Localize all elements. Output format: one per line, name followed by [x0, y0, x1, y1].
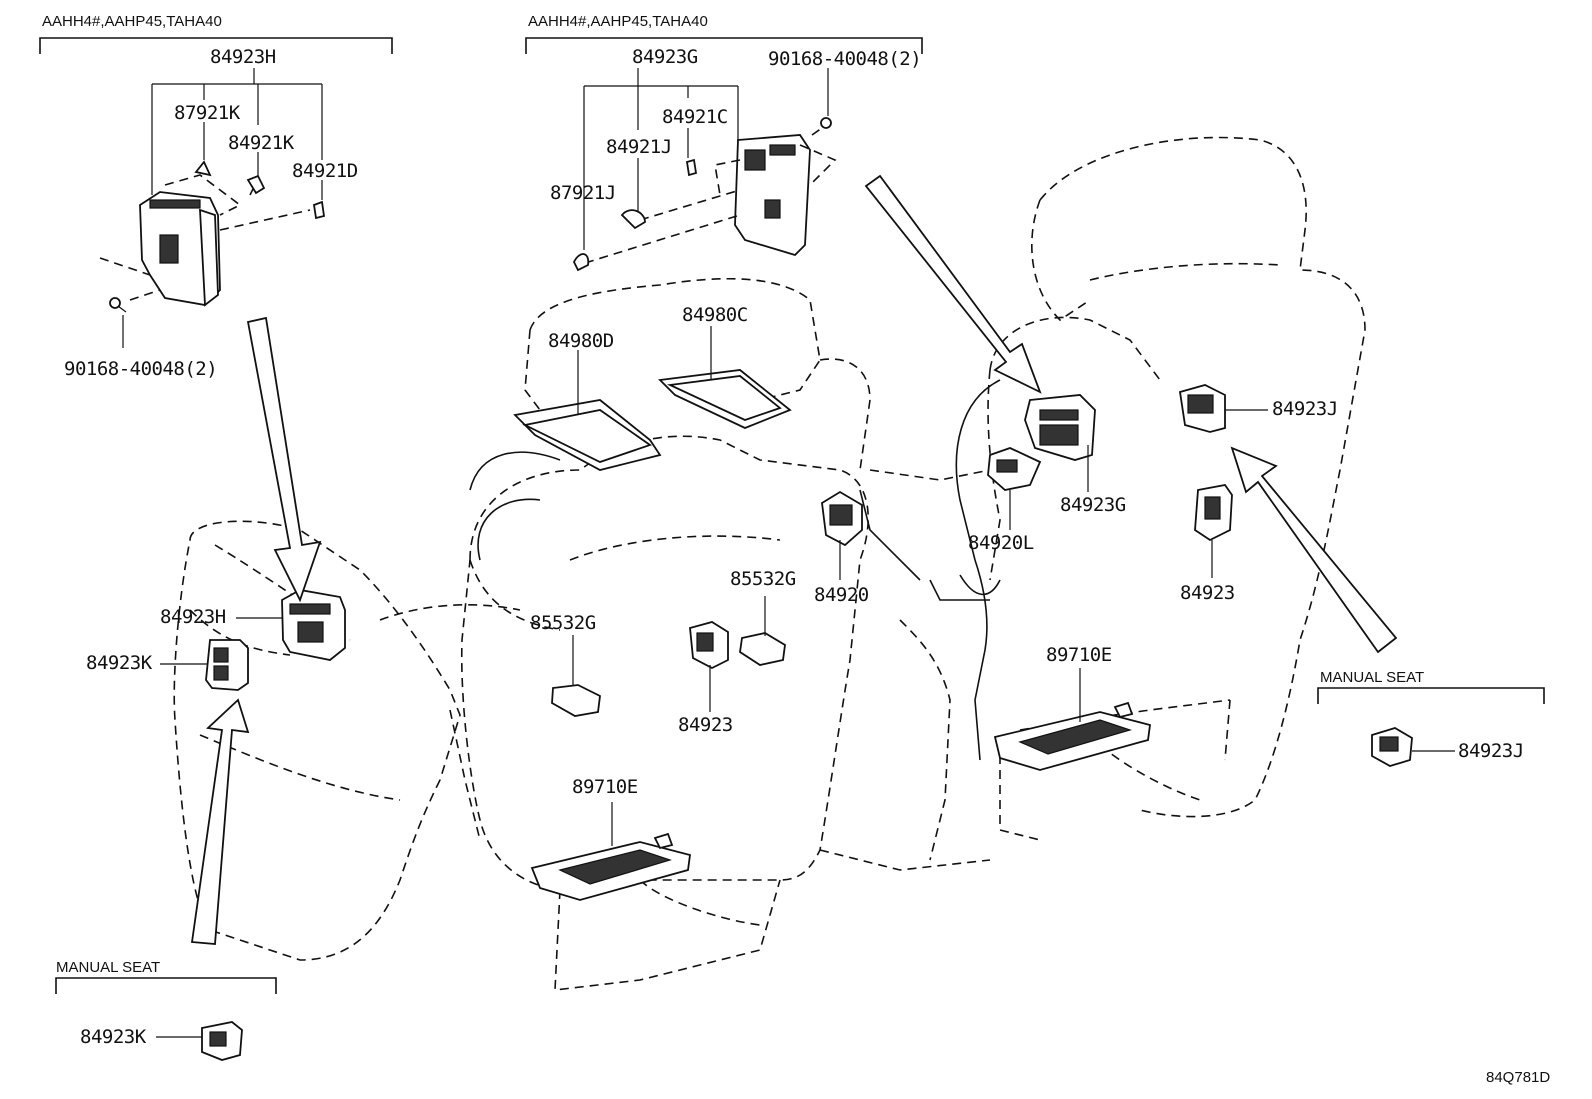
pointer-arrow-left-top — [246, 316, 322, 603]
part-label-90168-center: 90168-40048(2) — [768, 48, 922, 70]
leader-lines — [122, 68, 1455, 1038]
group-label-manual-seat-right: MANUAL SEAT — [1320, 669, 1425, 686]
part-label-84923H-top: 84923H — [210, 46, 276, 68]
group-label-left-top: AAHH4#,AAHP45,TAHA40 — [42, 13, 222, 30]
group-bracket-center-top — [525, 37, 923, 54]
switch-84923K-left — [205, 639, 249, 691]
part-label-84923G-top: 84923G — [632, 46, 698, 68]
part-label-84923J-manual: 84923J — [1458, 740, 1524, 762]
part-label-84921K: 84921K — [228, 132, 294, 154]
part-label-84923J-right: 84923J — [1272, 398, 1338, 420]
part-label-84921D: 84921D — [292, 160, 358, 182]
group-label-manual-seat-left: MANUAL SEAT — [56, 959, 161, 976]
part-label-87921J: 87921J — [550, 182, 616, 204]
switch-84923H-left — [281, 589, 346, 661]
part-label-85532G-b: 85532G — [730, 568, 796, 590]
part-label-84923H-left: 84923H — [160, 606, 226, 628]
diagram-code: 84Q781D — [1486, 1069, 1551, 1086]
connector-85532G-a — [551, 684, 601, 717]
group-label-center-top: AAHH4#,AAHP45,TAHA40 — [528, 13, 708, 30]
part-label-84980D: 84980D — [548, 330, 614, 352]
seat-outline-right — [987, 136, 1366, 841]
pointer-arrow-center-right — [864, 174, 1042, 394]
part-label-84921C: 84921C — [662, 106, 728, 128]
switch-assembly-left — [99, 160, 326, 313]
part-label-89710E-right: 89710E — [1046, 644, 1112, 666]
part-label-84923G-right: 84923G — [1060, 494, 1126, 516]
part-label-90168-left: 90168-40048(2) — [64, 358, 218, 380]
switch-84923-right — [1194, 484, 1233, 542]
seat-outline-center — [460, 277, 991, 991]
switch-assembly-center — [572, 117, 837, 272]
group-bracket-left-top — [39, 37, 393, 54]
connector-85532G-b — [739, 632, 786, 666]
switch-84923J-manual — [1371, 727, 1413, 767]
part-label-84921J: 84921J — [606, 136, 672, 158]
part-label-84923-right: 84923 — [1180, 582, 1235, 604]
seat-trim-lines — [859, 379, 1001, 761]
part-label-85532G-a: 85532G — [530, 612, 596, 634]
switch-84923-center — [689, 621, 729, 670]
part-label-84980C: 84980C — [682, 304, 748, 326]
pointer-arrow-right — [1230, 446, 1398, 654]
part-label-84920: 84920 — [814, 584, 869, 606]
part-label-84923K-manual: 84923K — [80, 1026, 146, 1048]
group-bracket-manual-left — [55, 977, 277, 994]
pointer-arrow-left-bottom — [190, 698, 250, 945]
part-label-89710E-center: 89710E — [572, 776, 638, 798]
module-89710E-center — [530, 832, 691, 901]
switch-84920L — [987, 447, 1042, 491]
switch-84923J-right — [1178, 384, 1226, 433]
switch-84920 — [821, 490, 863, 547]
switch-84923G-right — [1024, 394, 1096, 461]
group-bracket-manual-right — [1317, 687, 1545, 704]
part-label-87921K: 87921K — [174, 102, 240, 124]
seat-pads — [469, 369, 792, 561]
part-label-84923-center: 84923 — [678, 714, 733, 736]
switch-84923K-manual — [201, 1021, 243, 1061]
part-label-84923K-left: 84923K — [86, 652, 152, 674]
module-89710E-right — [993, 701, 1151, 771]
part-label-84920L: 84920L — [968, 532, 1034, 554]
